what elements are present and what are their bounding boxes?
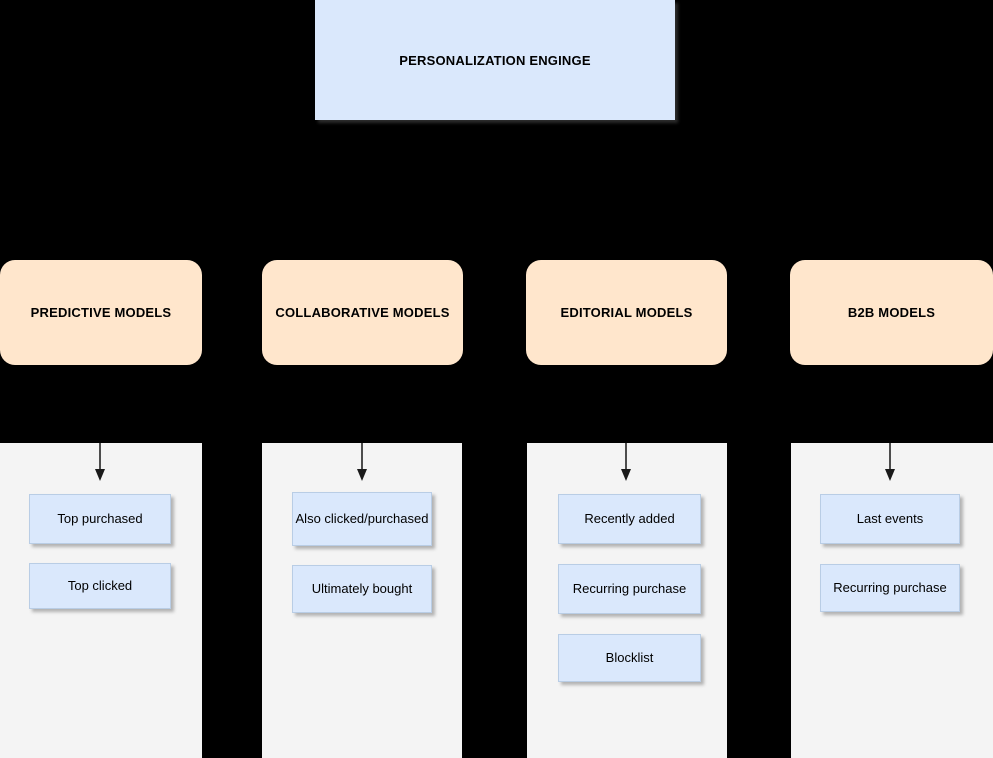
item-label: Last events [856,511,924,526]
model-label-collaborative: COLLABORATIVE MODELS [275,305,450,320]
model-box-predictive[interactable]: PREDICTIVE MODELS [0,260,202,365]
list-item[interactable]: Last events [820,494,960,544]
list-item[interactable]: Recently added [558,494,701,544]
item-label: Recurring purchase [833,580,947,595]
personalization-engine-label: PERSONALIZATION ENGINGE [399,52,591,68]
list-item[interactable]: Also clicked/purchased [292,492,432,546]
item-label: Recently added [584,511,675,526]
list-item[interactable]: Blocklist [558,634,701,682]
model-label-editorial: EDITORIAL MODELS [560,305,693,320]
item-label: Ultimately bought [311,581,413,596]
arrow-down-b2b [885,443,895,481]
personalization-engine-box[interactable]: PERSONALIZATION ENGINGE [315,0,675,120]
arrow-down-predictive [95,443,105,481]
item-label: Also clicked/purchased [295,511,429,526]
list-item[interactable]: Recurring purchase [820,564,960,612]
list-item[interactable]: Top purchased [29,494,171,544]
model-label-predictive: PREDICTIVE MODELS [30,305,172,320]
arrow-down-collaborative [357,443,367,481]
list-item[interactable]: Top clicked [29,563,171,609]
item-label: Blocklist [605,650,654,665]
model-label-b2b: B2B MODELS [847,305,936,320]
arrow-down-editorial [621,443,631,481]
list-item[interactable]: Recurring purchase [558,564,701,614]
item-label: Top clicked [67,578,133,593]
model-box-editorial[interactable]: EDITORIAL MODELS [526,260,727,365]
list-item[interactable]: Ultimately bought [292,565,432,613]
item-label: Recurring purchase [572,581,687,596]
model-box-b2b[interactable]: B2B MODELS [790,260,993,365]
item-label: Top purchased [57,511,143,526]
model-box-collaborative[interactable]: COLLABORATIVE MODELS [262,260,463,365]
